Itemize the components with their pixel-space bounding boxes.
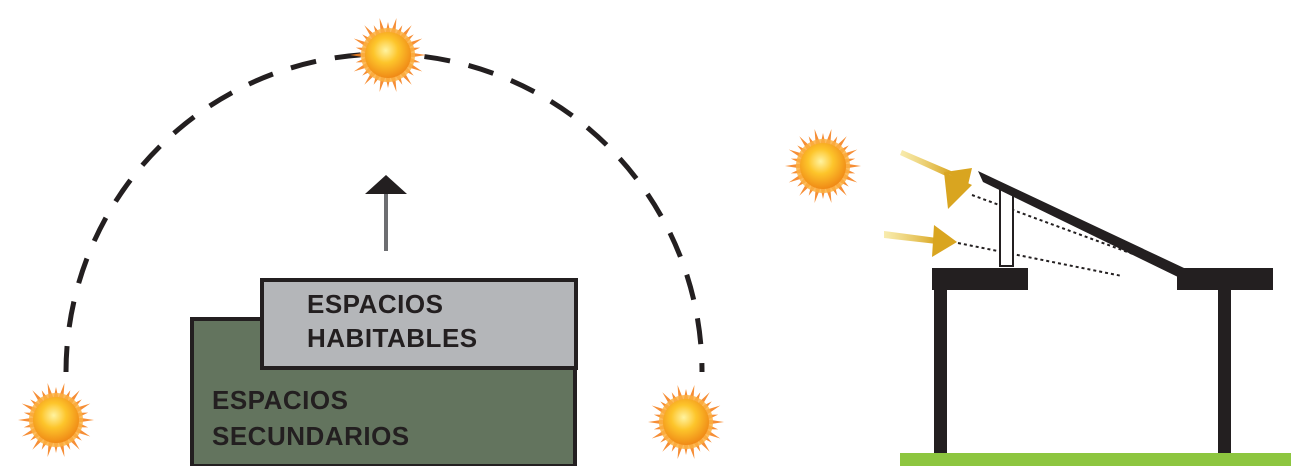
light-ray-arrow-icon (884, 225, 957, 257)
sun-icon (785, 128, 861, 204)
north-arrow-icon (365, 175, 407, 251)
column-left (934, 288, 947, 454)
roof-slab-left (932, 268, 1028, 290)
habitable-label-line2: HABITABLES (307, 323, 478, 353)
clerestory-window (999, 188, 1014, 267)
sun-icon (648, 384, 724, 460)
light-ray-arrow-icon (900, 150, 972, 209)
habitable-label-line1: ESPACIOS (307, 289, 443, 319)
habitable-spaces-box: ESPACIOS HABITABLES (260, 278, 578, 370)
secondary-label-line2: SECUNDARIOS (212, 421, 410, 451)
sloped-roof (978, 171, 1184, 278)
column-right (1218, 288, 1231, 454)
roof-slab-right (1177, 268, 1273, 290)
secondary-label-line1: ESPACIOS (212, 385, 348, 415)
light-path-line (957, 242, 1123, 277)
sun-icon (350, 17, 426, 93)
ground-line (900, 453, 1291, 466)
sun-icon (18, 382, 94, 458)
